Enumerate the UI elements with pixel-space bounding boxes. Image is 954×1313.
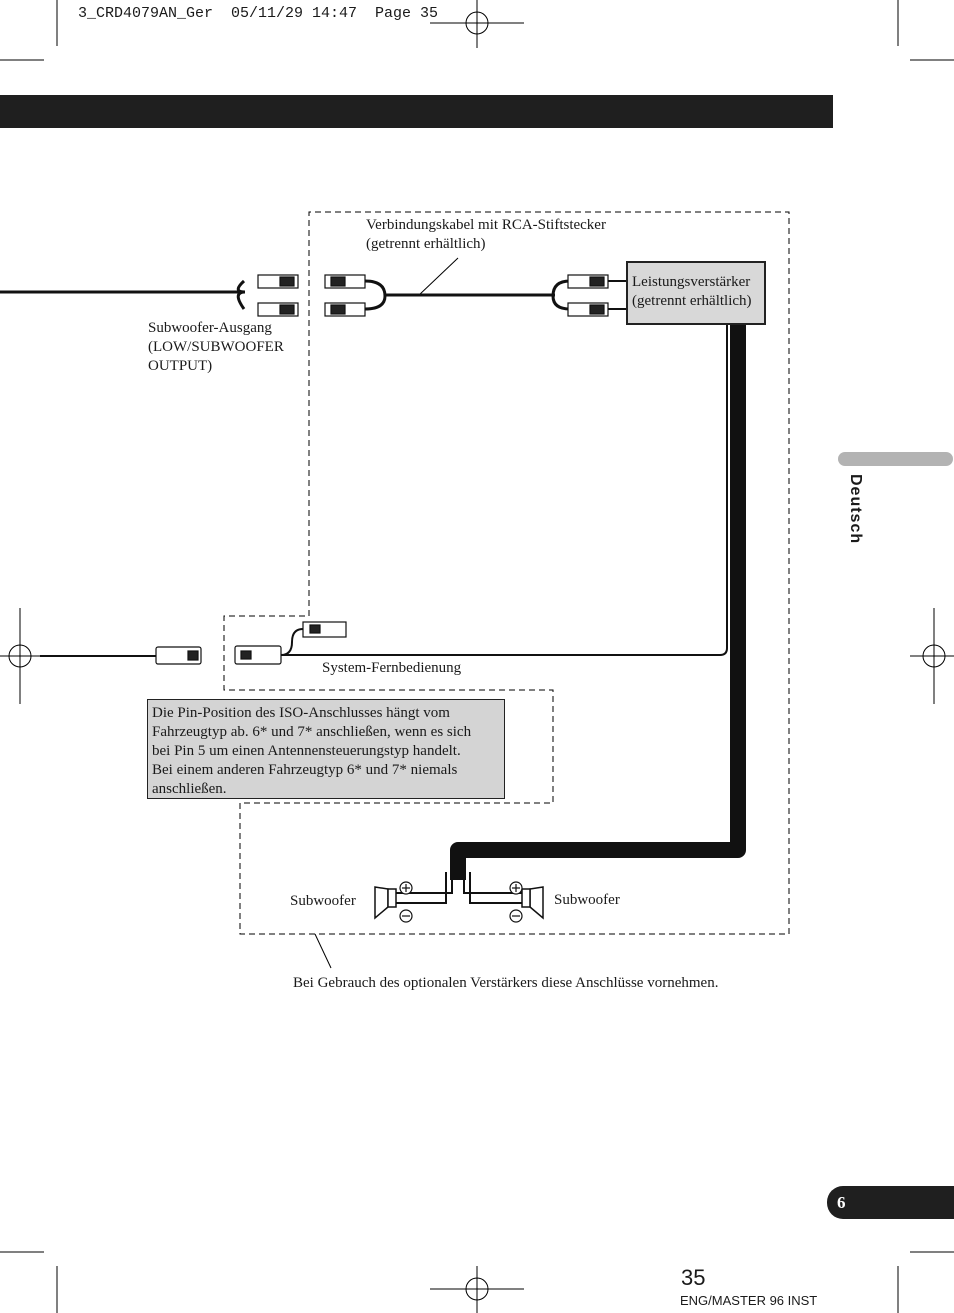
speaker-right-icon	[521, 886, 544, 920]
system-remote-label: System-Fernbedienung	[322, 660, 462, 676]
dashed-boundaries	[223, 211, 790, 935]
optional-amp-note: Bei Gebrauch des optionalen Verstärkers …	[293, 975, 719, 991]
rca-plug-group-1	[257, 274, 299, 317]
rca-plug-group-2	[324, 274, 366, 317]
rca-plug-group-3	[567, 274, 609, 317]
language-tab	[838, 452, 953, 466]
remote-connectors	[155, 621, 347, 665]
subwoofer-right-label: Subwoofer	[554, 892, 620, 908]
section-number-tab: 6	[827, 1186, 954, 1219]
power-amplifier-box: Leistungsverstärker(getrennt erhältlich)	[626, 261, 766, 325]
footer-code: ENG/MASTER 96 INST	[680, 1293, 818, 1308]
language-tab-label: Deutsch	[847, 474, 864, 545]
subwoofer-left-label: Subwoofer	[290, 893, 356, 909]
page-number: 35	[681, 1265, 706, 1290]
header-bar	[0, 95, 833, 128]
speaker-left-icon	[374, 886, 397, 920]
rca-cable-label: Verbindungskabel mit RCA-Stiftstecker(ge…	[366, 217, 606, 252]
leader-lines	[314, 257, 459, 969]
iso-note-box: Die Pin-Position des ISO-Anschlusses hän…	[147, 699, 505, 799]
print-header: 3_CRD4079AN_Ger 05/11/29 14:47 Page 35	[78, 5, 439, 22]
polarity-icons	[399, 881, 523, 923]
